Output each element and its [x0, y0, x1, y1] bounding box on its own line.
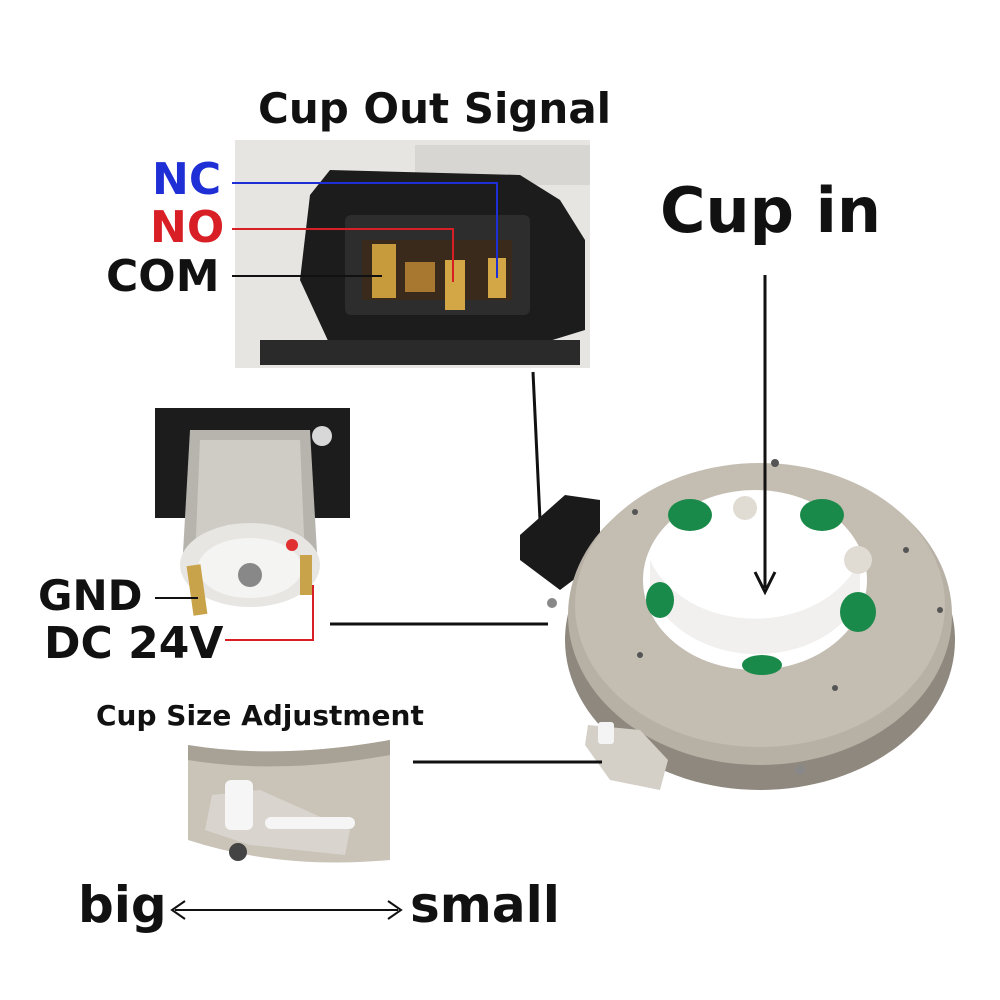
big-arrow-head — [170, 900, 186, 920]
small-arrow-head — [387, 900, 403, 920]
motor-photo — [155, 408, 350, 616]
no-label: NO — [150, 202, 225, 253]
ring-dispenser-photo — [520, 459, 955, 790]
com-contact — [372, 244, 396, 298]
small-label: small — [410, 876, 560, 934]
dc24v-label: DC 24V — [44, 618, 224, 669]
size-adjust-photo — [188, 740, 390, 863]
cup-in-arrow-head — [753, 571, 777, 596]
nc-label: NC — [152, 154, 222, 205]
green-roller-2 — [800, 499, 844, 531]
no-contact — [445, 260, 465, 310]
switch-connector-line — [531, 371, 542, 521]
nc-leader-line — [232, 182, 498, 278]
no-leader-line — [232, 228, 454, 282]
green-roller-4 — [742, 655, 782, 675]
green-roller-1 — [668, 499, 712, 531]
cup-out-signal-label: Cup Out Signal — [258, 84, 612, 133]
cup-size-adjustment-label: Cup Size Adjustment — [96, 699, 424, 732]
com-label: COM — [106, 251, 220, 302]
gnd-label: GND — [38, 571, 143, 620]
switch-photo — [235, 140, 590, 368]
big-label: big — [78, 876, 167, 934]
dc24v-leader-line — [225, 585, 314, 641]
cup-in-label: Cup in — [660, 174, 881, 247]
green-roller-5 — [646, 582, 674, 618]
green-roller-3 — [840, 592, 876, 632]
